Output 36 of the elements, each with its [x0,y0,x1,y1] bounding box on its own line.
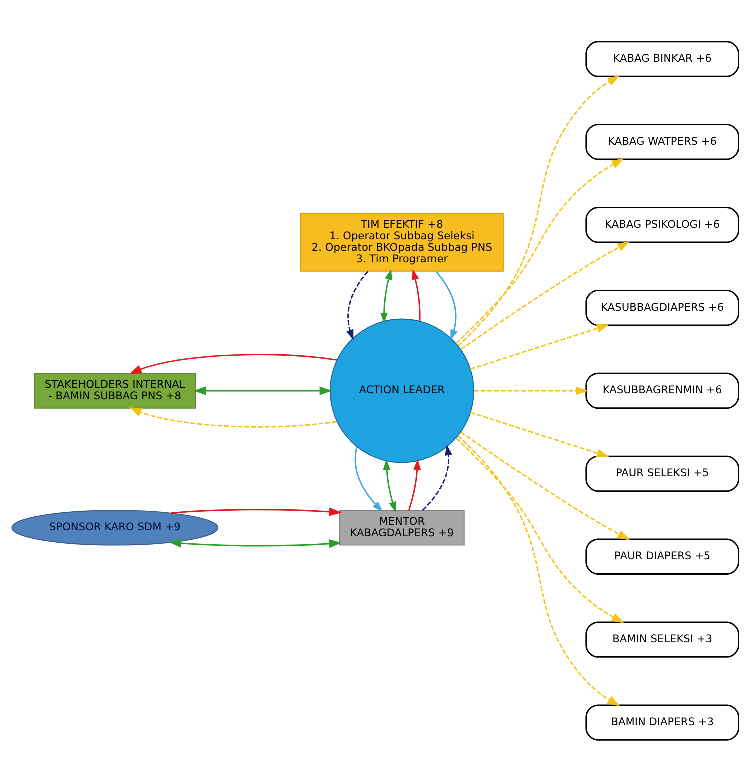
arrow [458,434,620,706]
arrow [168,538,342,548]
arrow [436,270,458,340]
node-box: BAMIN SELEKSI +3 [586,621,740,658]
node-box: PAUR SELEKSI +5 [586,455,740,492]
arrow [456,158,624,344]
arrow [380,268,392,324]
arrow [470,412,610,458]
node-box: PAUR DIAPERS +5 [586,538,740,574]
arrow [470,324,610,370]
node-box: KABAG BINKAR +6 [586,40,740,77]
arrow [456,437,624,623]
arrow [460,241,630,350]
arrow [354,446,383,512]
node-box: KABAG PSIKOLOGI +6 [586,206,740,243]
node-box: KASUBBAGDIAPERS +6 [586,289,740,326]
node-ellipse: SPONSOR KARO SDM +9 [12,510,219,546]
arrow [346,270,369,340]
node-box: KABAG WATPERS +6 [586,124,740,160]
arrow [129,354,338,374]
node-circle: ACTION LEADER [330,318,474,463]
node-box: TIM EFEKTIF +8 1. Operator Subbag Seleksi 2. Operator BKOpada Subbag PNS 3. Tim Programer [300,212,504,272]
arrow [460,431,630,540]
arrow [422,444,452,511]
arrow [474,386,588,395]
arrow [170,507,342,516]
arrow [408,458,422,510]
arrow [194,386,332,395]
node-box: MENTOR KABAGDALPERS +9 [339,510,465,546]
node-box: BAMIN DIAPERS +3 [586,704,740,740]
arrow [129,407,338,428]
node-box: KASUBBAGRENMIN +6 [586,372,740,409]
arrow [383,458,396,512]
node-box: STAKEHOLDERS INTERNAL - BAMIN SUBBAG PNS +8 [34,372,196,408]
arrow [458,75,620,346]
arrow [412,268,421,321]
